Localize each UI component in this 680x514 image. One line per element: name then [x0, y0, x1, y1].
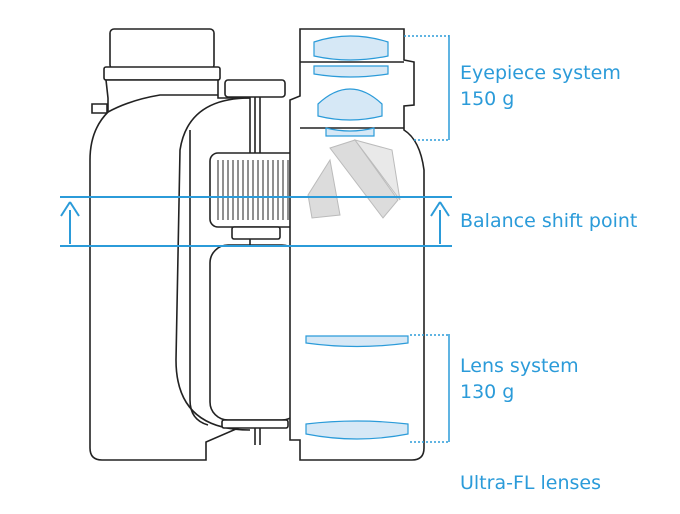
lens-weight-label: 130 g	[460, 381, 515, 403]
left-eyecup-ring	[103, 66, 221, 81]
top-cap-knob	[224, 79, 286, 98]
eyepiece-system-label: Eyepiece system	[460, 62, 621, 84]
prism	[307, 139, 401, 219]
balance-shift-label: Balance shift point	[460, 210, 638, 232]
left-shoulder-line	[107, 94, 218, 113]
hinge-foot	[221, 419, 289, 429]
eyepiece-lens-2	[313, 65, 389, 78]
lens-system-label: Lens system	[460, 355, 579, 377]
right-body	[289, 28, 425, 461]
eyepiece-weight-label: 150 g	[460, 88, 515, 110]
brackets	[404, 35, 450, 443]
up-arrow-icon	[60, 201, 80, 217]
eyepiece-lens-4	[325, 127, 375, 137]
balance-indicator	[60, 196, 452, 247]
eyepiece-lens-1	[313, 35, 389, 61]
objective-lens-2	[305, 420, 409, 440]
focus-assembly	[209, 79, 301, 445]
up-arrow-icon	[430, 201, 450, 217]
left-side-tab	[91, 103, 108, 114]
eyepiece-lenses	[313, 35, 389, 137]
objective-lenses	[305, 335, 409, 440]
left-grip-line	[189, 130, 209, 426]
hinge-body	[209, 244, 301, 421]
left-eyecup	[109, 28, 215, 70]
objective-lens-1	[305, 335, 409, 348]
left-bridge-recess	[175, 97, 251, 431]
right-barrel	[289, 28, 425, 461]
eyepiece-lens-3	[317, 88, 383, 121]
ultra-fl-label: Ultra-FL lenses	[460, 472, 601, 494]
focus-collar	[231, 226, 281, 240]
